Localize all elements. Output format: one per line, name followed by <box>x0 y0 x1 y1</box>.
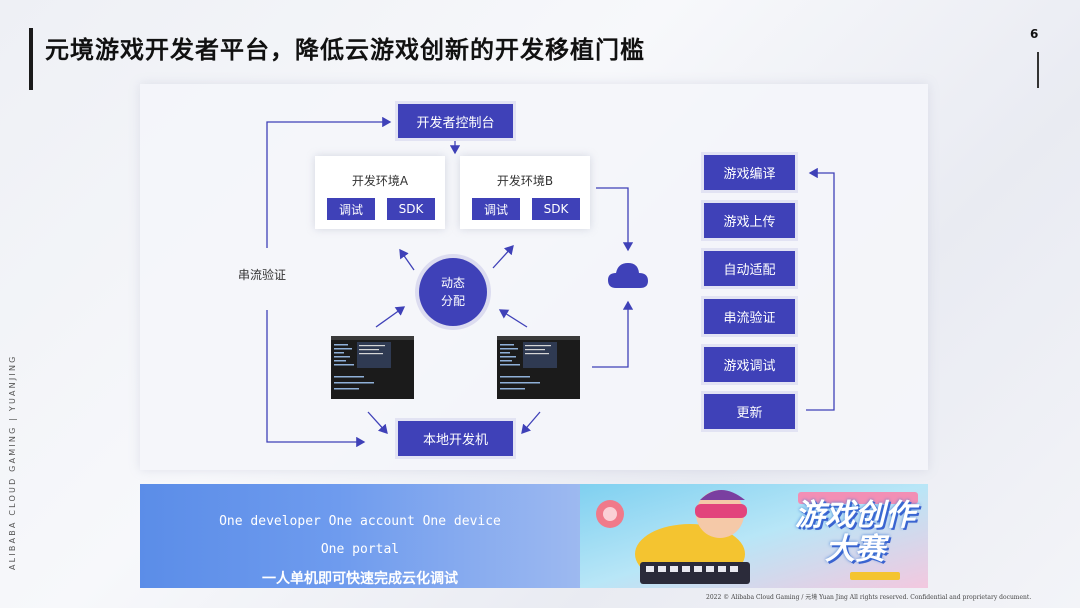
step-game-debug: 游戏调试 <box>704 347 795 382</box>
page-number-rule <box>1037 52 1039 88</box>
promo-title-line2: 大赛 <box>825 532 885 567</box>
dynamic-line2: 分配 <box>440 294 465 308</box>
page-title: 元境游戏开发者平台，降低云游戏创新的开发移植门槛 <box>45 36 645 64</box>
slogan-banner: One developer One account One device One… <box>140 484 580 588</box>
dynamic-allocation-circle: 动态 分配 <box>419 258 487 326</box>
stream-verify-label: 串流验证 <box>238 268 287 282</box>
developer-console-box: 开发者控制台 <box>398 104 513 138</box>
title-accent-bar <box>29 28 33 90</box>
env-a-sdk: SDK <box>387 198 435 220</box>
slogan-line3: 一人单机即可快速完成云化调试 <box>262 571 458 587</box>
step-auto-adapt: 自动适配 <box>704 251 795 286</box>
env-a-box: 开发环境A 调试 SDK <box>315 156 445 229</box>
step-compile: 游戏编译 <box>704 155 795 190</box>
promo-illustration-icon <box>580 484 928 588</box>
dynamic-line1: 动态 <box>440 276 465 290</box>
code-lines-icon <box>497 336 580 390</box>
terminal-screenshot-left <box>331 336 414 399</box>
env-a-title: 开发环境A <box>351 174 409 188</box>
diagram-panel <box>140 84 928 470</box>
terminal-screenshot-right <box>497 336 580 399</box>
slogan-line1: One developer One account One device <box>219 514 501 529</box>
step-update: 更新 <box>704 394 795 429</box>
step-stream-verify: 串流验证 <box>704 299 795 334</box>
env-b-title: 开发环境B <box>496 174 554 188</box>
env-b-box: 开发环境B 调试 SDK <box>460 156 590 229</box>
env-a-debug: 调试 <box>327 198 375 220</box>
page-number: 6 <box>1030 27 1039 41</box>
local-dev-machine-box: 本地开发机 <box>398 421 513 456</box>
slogan-line2: One portal <box>320 542 400 557</box>
env-b-sdk: SDK <box>532 198 580 220</box>
env-b-debug: 调试 <box>472 198 520 220</box>
promo-title-line1: 游戏创作 <box>795 498 915 533</box>
cloud-icon <box>608 263 648 288</box>
step-upload: 游戏上传 <box>704 203 795 238</box>
code-lines-icon <box>331 336 414 390</box>
copyright-footer: 2022 © Alibaba Cloud Gaming / 元境 Yuan Ji… <box>706 594 1032 601</box>
game-contest-promo-image: 游戏创作 大赛 <box>580 484 928 588</box>
